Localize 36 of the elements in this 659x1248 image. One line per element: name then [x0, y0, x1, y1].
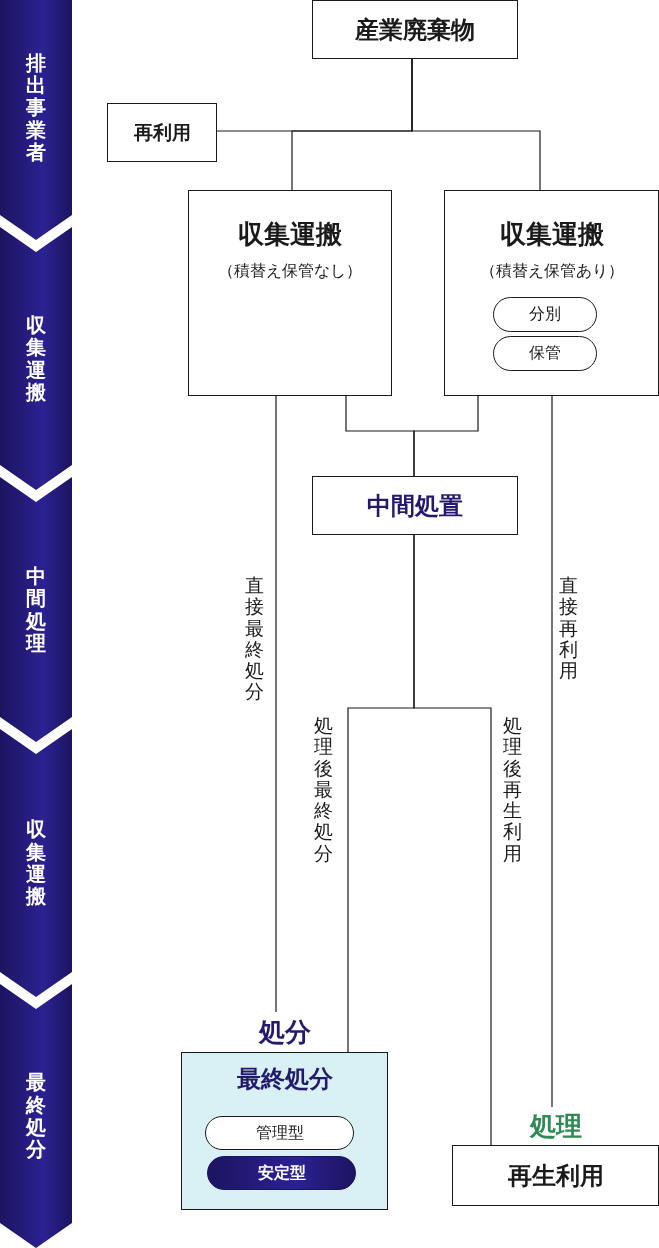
- pill-badge: 管理型: [205, 1116, 354, 1150]
- connector-line: [413, 395, 479, 477]
- box-title: 収集運搬: [237, 219, 343, 251]
- process-box: [444, 190, 659, 396]
- connector-line: [275, 395, 277, 1013]
- edge-label: 直接最終処分: [245, 575, 265, 703]
- pill-badge: 安定型: [207, 1156, 356, 1190]
- stage-band: [0, 0, 72, 240]
- box-title: 収集運搬: [498, 219, 605, 251]
- stage-label: 収集運搬: [25, 313, 47, 404]
- edge-label: 処理後最終処分: [314, 715, 334, 864]
- connector-line: [551, 395, 553, 1108]
- stage-band: [0, 227, 72, 490]
- box-title: 最終処分: [235, 1064, 334, 1095]
- stage-band: [0, 984, 72, 1248]
- connector-line: [411, 58, 541, 191]
- stage-band: [0, 477, 72, 742]
- box-subtitle: （積替え保管なし）: [217, 261, 363, 281]
- edge-label: 直接再利用: [559, 575, 579, 682]
- process-box: 産業廃棄物: [312, 0, 518, 59]
- stage-label: 収集運搬: [25, 818, 47, 908]
- edge-label: 処理後再生利用: [503, 715, 523, 864]
- process-box: [188, 190, 392, 396]
- stage-label: 中間処理: [25, 564, 47, 655]
- stage-band: [0, 729, 72, 997]
- box-subtitle: （積替え保管あり）: [478, 261, 625, 281]
- heading: 処分: [257, 1016, 312, 1049]
- stage-label: 最終処分: [25, 1071, 47, 1161]
- heading: 処理: [528, 1110, 583, 1143]
- pill-badge: 保管: [493, 336, 597, 371]
- stage-label: 排出事業者: [25, 51, 47, 164]
- box-title: 再生利用: [506, 1160, 605, 1192]
- connector-line: [413, 534, 492, 1146]
- process-box: 中間処置: [312, 476, 518, 535]
- process-box: 再利用: [107, 103, 217, 162]
- pill-badge: 分別: [493, 297, 597, 332]
